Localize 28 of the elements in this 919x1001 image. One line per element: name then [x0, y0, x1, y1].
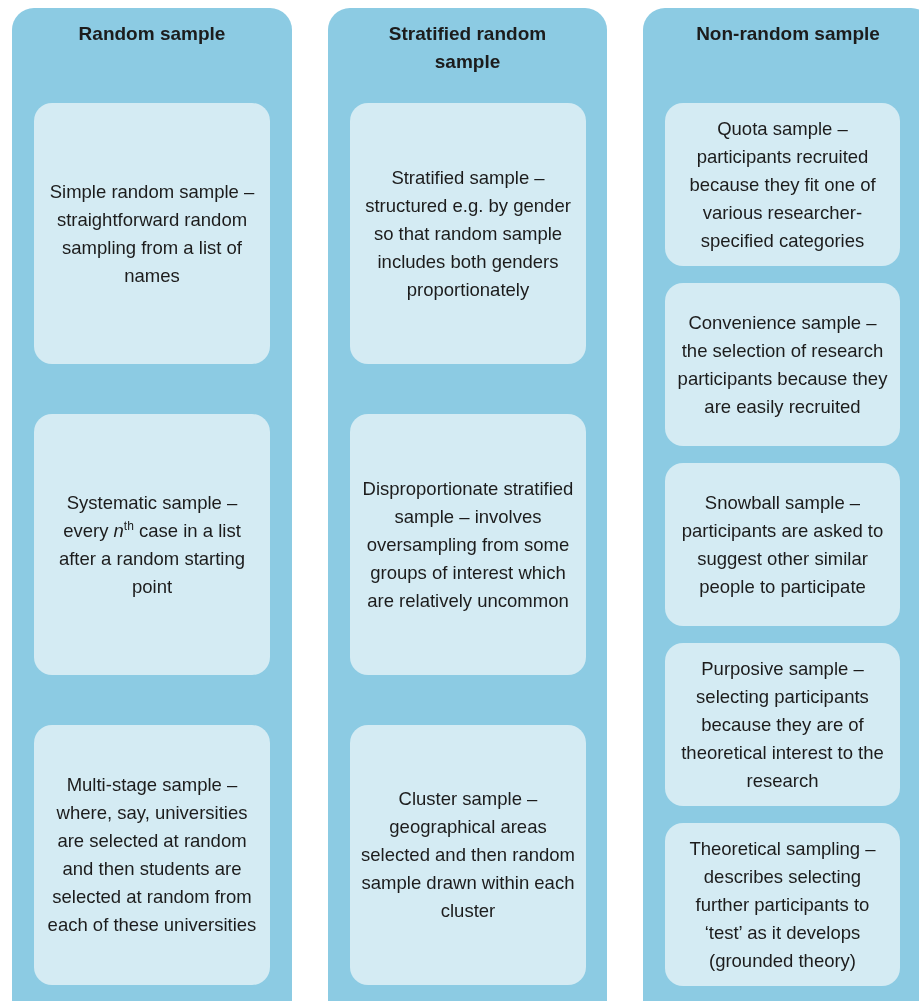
column-heading: Non-random sample — [695, 22, 881, 46]
rounded-box — [665, 823, 900, 986]
rounded-box — [34, 414, 270, 675]
description-text: Convenience sample – the selection of research participants because they are easily recruited — [676, 310, 889, 419]
description-text: Simple random sample – straightforward random sampling from a list of names — [48, 179, 256, 288]
rounded-box — [350, 725, 586, 985]
rounded-box — [350, 414, 586, 675]
column-panel — [12, 8, 292, 1001]
column-panel — [643, 8, 919, 1001]
column-panel — [328, 8, 607, 1001]
description-text: Snowball sample – participants are asked to suggest other similar people to participate — [680, 490, 885, 599]
rounded-box — [665, 643, 900, 806]
column-heading: Random sample — [77, 22, 227, 46]
rounded-box — [350, 103, 586, 364]
description-text: Stratified sample – structured e.g. by gender so that random sample includes both genders proportionately — [364, 165, 572, 302]
description-text: Quota sample – participants recruited because they fit one of various researcher-specified categories — [688, 116, 877, 253]
rounded-box — [34, 725, 270, 985]
description-text: Disproportionate stratified sample – involves oversampling from some groups of interest which are relatively uncommon — [361, 476, 575, 613]
description-text: Theoretical sampling – describes selecting further participants to ‘test’ as it develops (grounded theory) — [688, 836, 877, 973]
description-text: Systematic sample – every n$^{th}$ case in a list after a random starting point — [57, 490, 247, 599]
rounded-box — [665, 463, 900, 626]
rounded-box — [665, 283, 900, 446]
description-text: Purposive sample – selecting participants because they are of theoretical interest to the research — [680, 656, 885, 793]
rounded-box — [665, 103, 900, 266]
column-heading: Stratified random sample — [387, 22, 548, 74]
description-text: Multi-stage sample – where, say, universities are selected at random and then students are selected at random from each of these universities — [46, 773, 258, 937]
rounded-box — [34, 103, 270, 364]
description-text: Cluster sample – geographical areas selected and then random sample drawn within each cluster — [360, 787, 576, 923]
